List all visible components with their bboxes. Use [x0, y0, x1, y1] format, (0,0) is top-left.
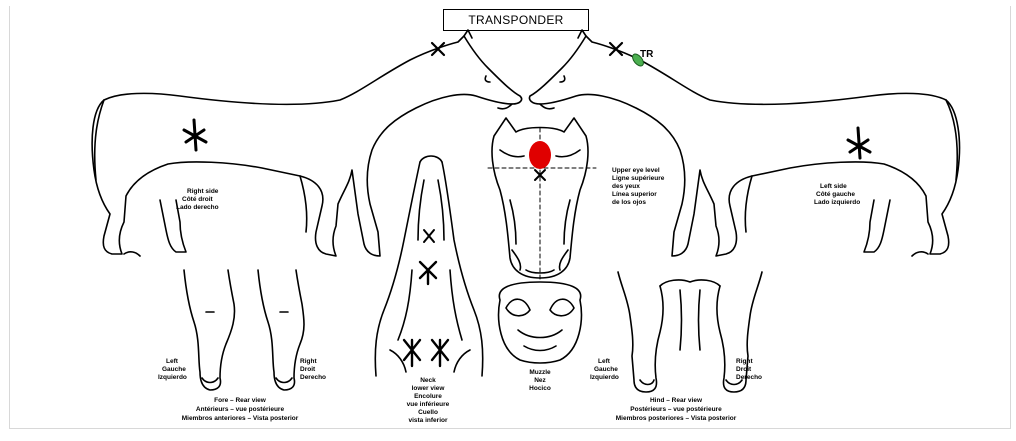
hind-right-label-1: Right: [736, 358, 753, 365]
neck-lower-view-outline: [375, 156, 482, 376]
hind-caption-1: Hind – Rear view: [650, 397, 703, 404]
transponder-mark-label: TR: [640, 49, 654, 60]
eye-level-label-2: Ligne supérieure: [612, 175, 665, 182]
neck-cross-left: [404, 340, 420, 366]
hind-right-label-2: Droit: [736, 366, 752, 373]
muzzle-outline: [499, 282, 582, 363]
neck-caption-6: vista inferior: [408, 417, 447, 424]
horse-right-side-outline: [92, 30, 521, 256]
fore-right-label-1: Right: [300, 358, 317, 365]
eye-level-label-1: Upper eye level: [612, 167, 660, 174]
fore-right-label-3: Derecho: [300, 374, 326, 381]
flank-cross-right-side: [184, 120, 206, 150]
horse-left-side-outline: [529, 30, 959, 256]
left-side-label-es: Lado izquierdo: [814, 199, 860, 206]
fore-left-label-1: Left: [166, 358, 179, 365]
neck-caption-1: Neck: [420, 377, 436, 384]
eye-level-label-3: des yeux: [612, 183, 640, 190]
hind-right-label-3: Derecho: [736, 374, 762, 381]
eye-level-label-4: Línea superior: [612, 191, 657, 198]
fore-caption-3: Miembros anteriores – Vista posterior: [182, 415, 299, 422]
muzzle-caption-1: Muzzle: [529, 369, 551, 376]
eye-level-label-5: de los ojos: [612, 199, 646, 206]
hind-caption-2: Postérieurs – vue postérieure: [630, 406, 722, 413]
hind-left-label-1: Left: [598, 358, 611, 365]
hind-left-label-2: Gauche: [594, 366, 618, 373]
hind-caption-3: Miembros posteriores – Vista posterior: [616, 415, 737, 422]
right-side-label-en: Right side: [187, 188, 219, 195]
neck-caption-4: vue inférieure: [407, 401, 450, 408]
poll-x-mark-left-side: [610, 43, 622, 55]
fore-caption-2: Antérieurs – vue postérieure: [196, 406, 285, 413]
right-side-label-es: Lado derecho: [176, 204, 219, 211]
flank-cross-left-side: [848, 128, 870, 158]
left-side-label-fr: Côté gauche: [816, 191, 855, 198]
muzzle-caption-3: Hocico: [529, 385, 551, 392]
fore-caption-1: Fore – Rear view: [214, 397, 267, 404]
neck-x-mark-middle: [420, 262, 436, 284]
right-side-label-fr: Côté droit: [182, 196, 214, 203]
fore-left-label-3: Izquierdo: [158, 374, 187, 381]
left-side-label-en: Left side: [820, 183, 847, 190]
fore-legs-rear-view: [184, 270, 304, 390]
fore-right-label-2: Droit: [300, 366, 316, 373]
neck-caption-2: lower view: [412, 385, 446, 392]
hind-left-label-3: Izquierdo: [590, 374, 619, 381]
neck-cross-right: [432, 340, 448, 366]
neck-x-mark-upper: [424, 230, 434, 242]
neck-caption-3: Encolure: [414, 393, 442, 400]
muzzle-caption-2: Nez: [534, 377, 546, 384]
head-whorl-red-mark: [529, 141, 551, 169]
fore-left-label-2: Gauche: [162, 366, 186, 373]
neck-caption-5: Cuello: [418, 409, 438, 416]
